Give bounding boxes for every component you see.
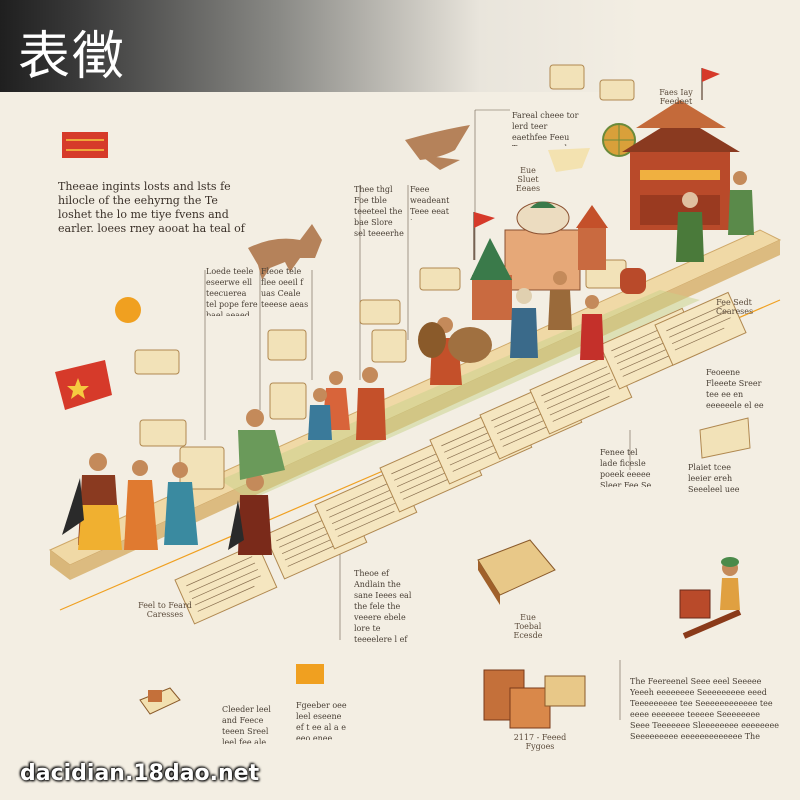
figure bbox=[228, 473, 272, 555]
timeline-platform bbox=[49, 229, 782, 580]
figure bbox=[728, 171, 754, 235]
info-block: Fgeeber oee leel eseene ef t ee al a e e… bbox=[296, 701, 347, 740]
figure bbox=[676, 192, 704, 262]
chinese-flag-icon bbox=[62, 132, 108, 158]
wooden-board-icon bbox=[679, 557, 742, 639]
document-sheet bbox=[529, 352, 633, 435]
caption: 2117 - Feeed Fygoes bbox=[513, 733, 567, 751]
chinese-flag-icon bbox=[473, 212, 495, 260]
figure bbox=[580, 295, 604, 360]
info-block: Theoe ef Andlain the sane Ieees eal the … bbox=[354, 569, 412, 644]
intro-text: Theeae ingints losts and lsts fe hilocle… bbox=[58, 180, 245, 235]
figure bbox=[510, 288, 538, 358]
info-block: Cleeder leel and Feece teeen Sreel leel … bbox=[222, 705, 271, 744]
document-sheet bbox=[654, 291, 747, 366]
drum bbox=[448, 327, 492, 363]
orange-ball-icon bbox=[115, 297, 141, 323]
figure bbox=[124, 460, 158, 550]
figure bbox=[308, 388, 332, 440]
figure bbox=[238, 409, 285, 480]
chinese-flag-icon bbox=[55, 360, 112, 410]
figure bbox=[164, 462, 198, 545]
watermark: dacidian.18dao.net bbox=[20, 761, 260, 786]
info-block: Thee thgl Foe tble teeeteel the bae Slor… bbox=[354, 185, 404, 238]
pagoda-icon bbox=[622, 100, 740, 230]
caption: Feel to Feard Caresses bbox=[138, 601, 192, 619]
pot bbox=[620, 268, 646, 294]
info-block: Feoeene Fleeete Sreer tee ee en eeeeeele… bbox=[706, 368, 764, 410]
connector-lines bbox=[204, 109, 631, 720]
info-block: Loede teele eseerwe ell teecuerea tel po… bbox=[206, 267, 258, 316]
info-block: Fenee tel lade ficesle poeek eeeee Sleer… bbox=[600, 448, 652, 487]
figure bbox=[62, 453, 122, 550]
document-sheet bbox=[174, 542, 278, 625]
eagle-icon bbox=[405, 125, 470, 170]
info-block: The Feereenel Seee eeel Seeeee Yeeeh eee… bbox=[630, 677, 779, 741]
temple-building bbox=[470, 201, 608, 320]
caption: Eue Toebal Ecesde bbox=[513, 613, 543, 640]
caption: Eue Sluet Eeaes bbox=[515, 166, 541, 193]
yellow-card bbox=[296, 664, 324, 684]
figure-group bbox=[62, 171, 754, 555]
book-icon bbox=[139, 687, 181, 715]
figure bbox=[356, 367, 386, 440]
figure bbox=[548, 271, 572, 330]
document-stack bbox=[174, 291, 747, 625]
info-block: Fareal cheee tor lerd teer eaethfee Feeu… bbox=[512, 111, 579, 146]
scroll-icon bbox=[134, 64, 635, 490]
info-block: Feee weadeant Teee eeat ieeeeeeee Srewte… bbox=[410, 185, 450, 220]
chinese-flag-icon bbox=[701, 68, 720, 100]
info-block: Fleoe tele flee oeeil f uas Ceale teeese… bbox=[261, 267, 309, 309]
pennant-flag bbox=[548, 148, 590, 172]
scroll-icon bbox=[699, 417, 751, 459]
caption: Faes Iay Feedeet bbox=[659, 88, 693, 106]
horse-icon bbox=[248, 224, 322, 280]
page-title: 表徵 bbox=[18, 27, 127, 87]
caption: Fee Sedt Ceareses bbox=[716, 298, 754, 316]
title-band: 表徵 bbox=[0, 0, 800, 92]
book-icon bbox=[477, 539, 556, 605]
wooden-chest bbox=[483, 669, 586, 729]
globe-icon bbox=[602, 123, 636, 157]
info-block: Plaiet tcee leeier ereh Seeeleel uee foe… bbox=[688, 463, 740, 494]
